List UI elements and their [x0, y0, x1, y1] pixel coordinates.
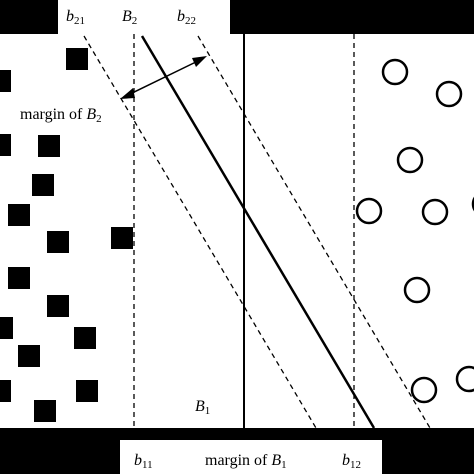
square-point: [32, 174, 54, 196]
square-point: [38, 135, 60, 157]
label-b21: b21: [66, 8, 85, 27]
margin-line-b22: [197, 35, 431, 429]
label-margin-of-B1: margin of B1: [205, 452, 287, 471]
square-point: [47, 295, 69, 317]
margin-line-b21: [83, 35, 317, 429]
circle-point: [403, 276, 431, 304]
margin-b2-arrow: [125, 59, 201, 97]
circle-point: [355, 197, 383, 225]
square-class-points: [0, 48, 133, 422]
label-b12: b12: [342, 452, 361, 471]
boundary-b2: [140, 35, 376, 429]
circle-point: [410, 376, 438, 404]
label-b22: b22: [177, 8, 196, 27]
circle-point: [435, 80, 463, 108]
margin-b2-arrowhead-right: [192, 56, 207, 67]
circle-class-points: [355, 58, 474, 404]
label-B1: B1: [195, 398, 211, 417]
label-b11: b11: [134, 452, 153, 471]
square-point: [8, 267, 30, 289]
square-point: [47, 231, 69, 253]
top-label-box: [58, 0, 230, 34]
circle-point: [421, 198, 449, 226]
circle-point: [381, 58, 409, 86]
square-point: [66, 48, 88, 70]
square-point: [18, 345, 40, 367]
square-point: [34, 400, 56, 422]
square-point: [0, 70, 11, 92]
square-point: [111, 227, 133, 249]
bottom-label-box: [120, 440, 382, 474]
label-B2: B2: [122, 8, 138, 27]
square-point: [0, 134, 11, 156]
square-point: [74, 327, 96, 349]
margin-b2-arrowhead-left: [120, 88, 135, 99]
label-margin-of-B2: margin of B2: [20, 106, 102, 125]
circle-point: [455, 365, 474, 393]
square-point: [0, 380, 11, 402]
square-point: [8, 204, 30, 226]
square-point: [0, 317, 13, 339]
circle-point: [396, 146, 424, 174]
square-point: [76, 380, 98, 402]
